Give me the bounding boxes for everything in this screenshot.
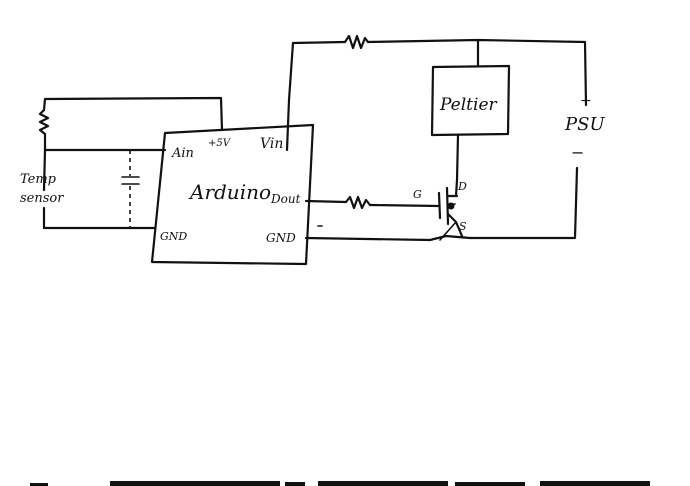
pin-gnd-left-label: GND [160, 230, 187, 243]
mosfet-arrow [447, 203, 456, 207]
source-to-gnd [439, 221, 457, 241]
psu-minus-label: − [571, 143, 584, 162]
wire-dout-to-resistor [304, 199, 348, 204]
pin-ain-label: Ain [171, 146, 194, 161]
peltier-label: Peltier [439, 95, 498, 115]
wire-resistor-to-gate [368, 203, 441, 208]
pin-5v-label: +5V [208, 138, 232, 149]
arduino-label: Arduino [188, 180, 271, 204]
temp-sensor-label-line2: sensor [20, 191, 64, 206]
wire-sensor-to-ain [43, 132, 167, 152]
wire-gnd-return [304, 234, 472, 242]
psu-label: PSU [564, 114, 605, 135]
mosfet-source-label: S [459, 220, 467, 233]
gate-resistor [344, 195, 372, 210]
wire-sensor-bottom [42, 148, 47, 192]
peltier-box [430, 64, 511, 137]
psu-plus-label: + [580, 93, 592, 109]
temp-sensor-label-line1: Temp [20, 172, 57, 187]
pin-gnd-right-label: GND [266, 231, 296, 245]
pin-dout-label: Dout [270, 192, 301, 206]
pin-vin-label: Vin [260, 136, 283, 152]
wire-top-rail [366, 38, 588, 107]
sensor-resistor [38, 108, 50, 136]
wire-peltier-to-drain [454, 133, 460, 198]
wire-vin-to-top-left [285, 40, 347, 152]
wire-left-top-loop [42, 96, 224, 132]
mosfet-drain-label: D [457, 180, 467, 193]
mosfet-gate-label: G [413, 188, 422, 201]
scan-edge-artifact [30, 481, 650, 486]
wire-left-gnd [42, 206, 157, 230]
wire-psu-negative [468, 166, 579, 240]
top-resistor [343, 34, 370, 50]
arduino-box [150, 123, 315, 266]
